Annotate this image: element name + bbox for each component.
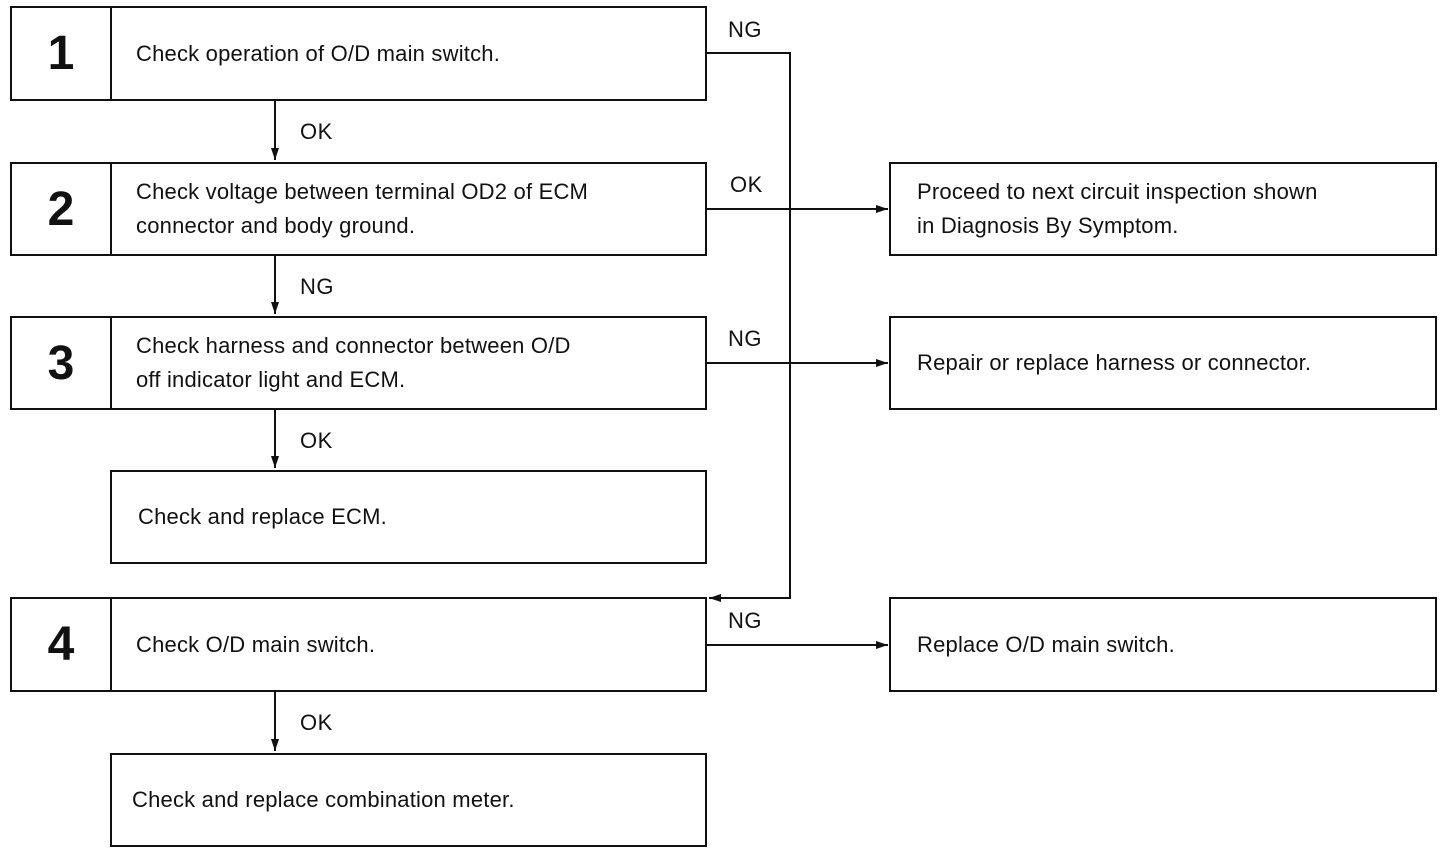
label-step4-ok: OK xyxy=(300,710,333,735)
step-1-text: Check operation of O/D main switch. xyxy=(136,40,501,66)
label-step4-ng: NG xyxy=(728,608,762,633)
step-3-box: 3 Check harness and connector between O/… xyxy=(10,316,707,410)
label-step2-ng: NG xyxy=(300,274,334,299)
step-4-number: 4 xyxy=(12,599,112,690)
label-step3-ng: NG xyxy=(728,326,762,351)
result-repair-harness-text: Repair or replace harness or connector. xyxy=(917,350,1312,375)
step-4-text: Check O/D main switch. xyxy=(136,631,376,657)
step-1-number: 1 xyxy=(12,8,112,99)
arrow-step1-ng-to-step4 xyxy=(707,52,791,602)
step-2-box: 2 Check voltage between terminal OD2 of … xyxy=(10,162,707,256)
step-2-text: Check voltage between terminal OD2 of EC… xyxy=(136,179,589,238)
result-replace-ecm: Check and replace ECM. xyxy=(110,470,707,564)
label-step1-ng: NG xyxy=(728,17,762,42)
result-replace-switch: Replace O/D main switch. xyxy=(889,597,1437,692)
label-step3-ok: OK xyxy=(300,428,333,453)
step-3-text: Check harness and connector between O/D … xyxy=(136,333,571,392)
result-proceed-next-text: Proceed to next circuit inspection shown… xyxy=(917,179,1318,238)
result-replace-meter: Check and replace combination meter. xyxy=(110,753,707,847)
result-replace-ecm-text: Check and replace ECM. xyxy=(138,504,387,529)
result-replace-switch-text: Replace O/D main switch. xyxy=(917,631,1175,657)
result-proceed-next: Proceed to next circuit inspection shown… xyxy=(889,162,1437,256)
step-3-number: 3 xyxy=(12,318,112,408)
label-step2-ok: OK xyxy=(730,172,763,197)
step-4-box: 4 Check O/D main switch. xyxy=(10,597,707,692)
result-repair-harness: Repair or replace harness or connector. xyxy=(889,316,1437,410)
result-replace-meter-text: Check and replace combination meter. xyxy=(132,787,515,812)
step-1-box: 1 Check operation of O/D main switch. xyxy=(10,6,707,101)
step-2-number: 2 xyxy=(12,164,112,254)
label-step1-ok: OK xyxy=(300,119,333,144)
